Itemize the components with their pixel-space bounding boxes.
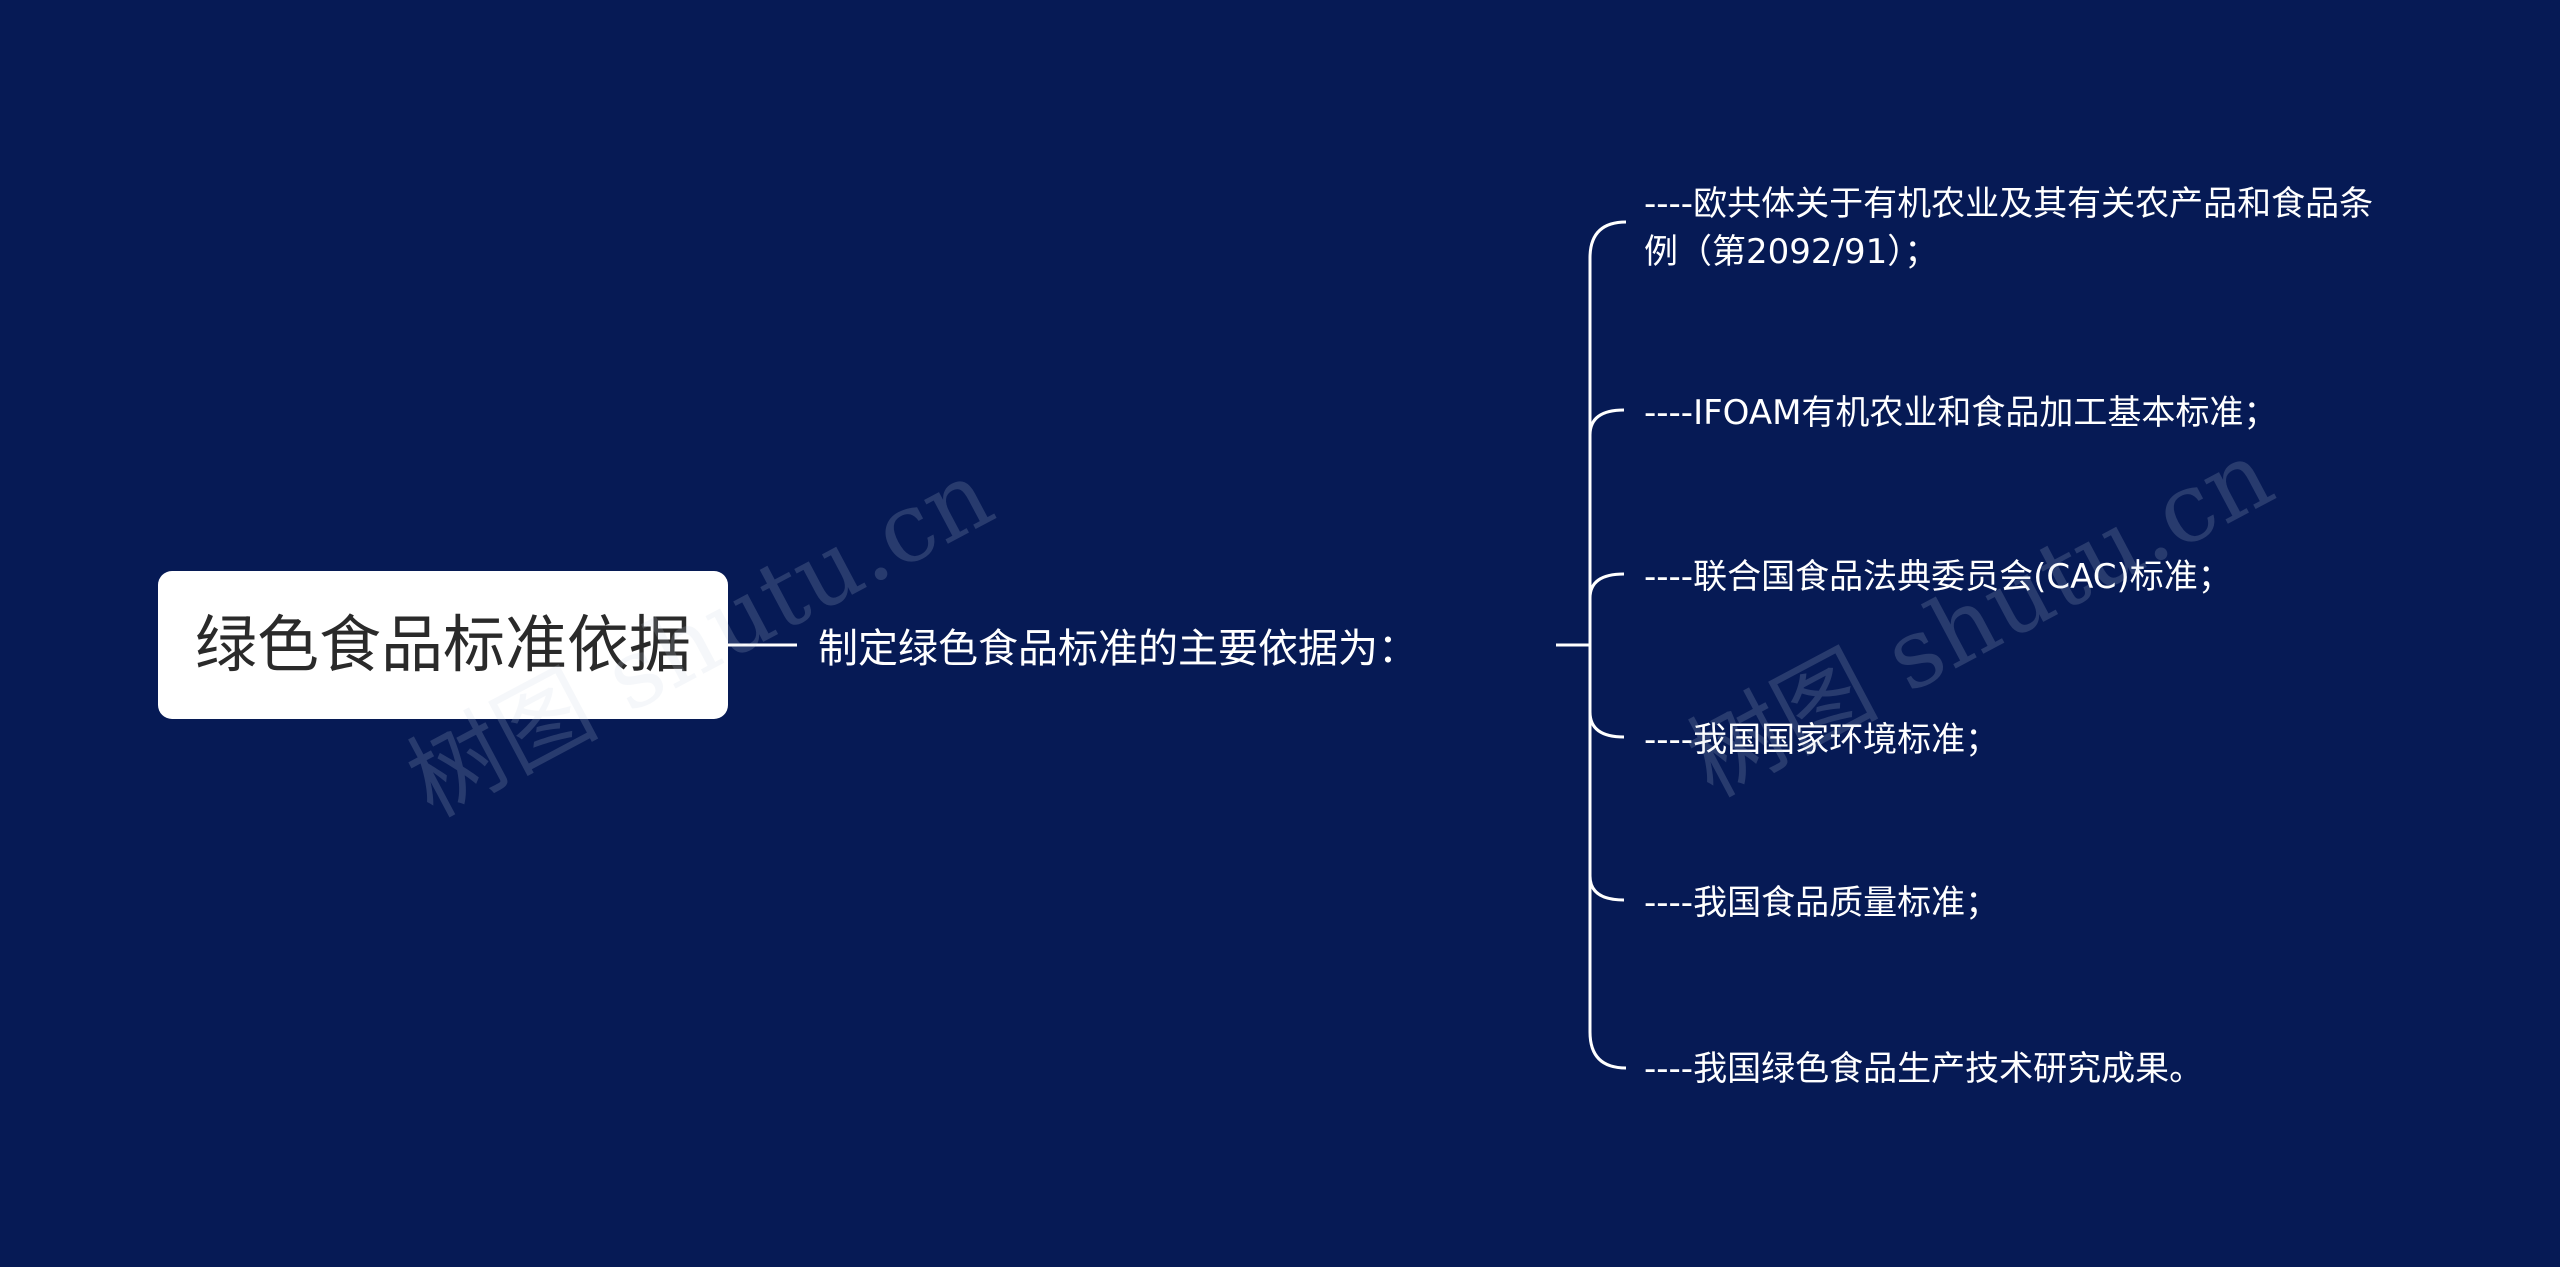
leaf-node-food-quality-standard[interactable]: ----我国食品质量标准；	[1644, 883, 2000, 923]
bracket-spine	[1588, 220, 1627, 1070]
bracket-branch-5	[1588, 875, 1625, 902]
root-node[interactable]: 绿色食品标准依据	[158, 571, 728, 719]
bracket-branch-3	[1588, 572, 1625, 599]
leaf-node-research-results[interactable]: ----我国绿色食品生产技术研究成果。	[1644, 1049, 2204, 1089]
leaf-node-cac-standard[interactable]: ----联合国食品法典委员会(CAC)标准；	[1644, 557, 2232, 597]
leaf-node-ifoam-standard[interactable]: ----IFOAM有机农业和食品加工基本标准；	[1644, 393, 2278, 433]
leaf-node-environment-standard[interactable]: ----我国国家环境标准；	[1644, 720, 2000, 760]
root-label: 绿色食品标准依据	[194, 608, 691, 681]
bracket-branch-2	[1588, 408, 1625, 436]
branch-node[interactable]: 制定绿色食品标准的主要依据为：	[818, 612, 1418, 678]
branch-label: 制定绿色食品标准的主要依据为：	[818, 626, 1418, 672]
bracket-branch-4	[1588, 711, 1625, 739]
leaf-node-eu-regulation[interactable]: ----欧共体关于有机农业及其有关农产品和食品条例（第2092/91）；	[1644, 184, 2374, 272]
